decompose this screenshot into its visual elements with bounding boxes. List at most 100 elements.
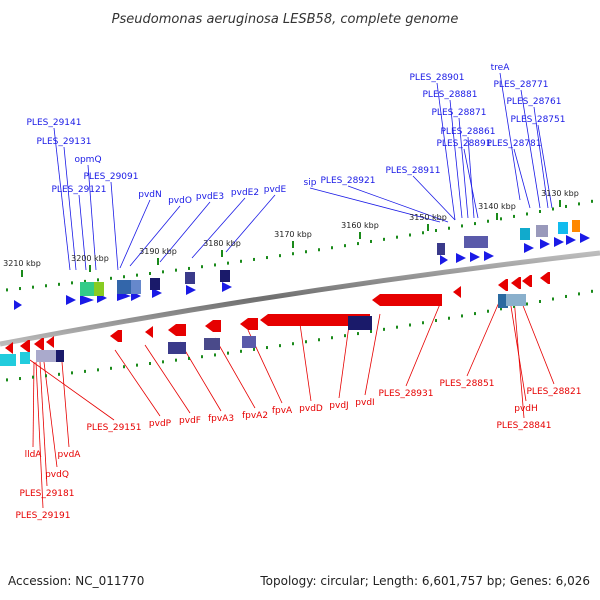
leader-line-bottom: [32, 361, 35, 448]
leader-line-top: [520, 89, 541, 209]
leader-line-top: [129, 205, 181, 267]
tick-dot-bottom: [565, 294, 567, 298]
tick-dot-top: [6, 288, 8, 292]
tick-dot-bottom: [6, 378, 8, 382]
reverse-gene-box: [36, 350, 56, 362]
tick-dot-top: [552, 207, 554, 211]
leader-line-bottom: [338, 317, 351, 399]
tick-dot-bottom: [357, 332, 359, 336]
gene-labels: treAPLES_28901PLES_28771PLES_28881PLES_2…: [16, 63, 582, 521]
bottom-gene-label: PLES_29181: [20, 489, 75, 499]
top-gene-label: PLES_28881: [423, 90, 478, 100]
leader-line-top: [78, 194, 87, 271]
top-gene-label: PLES_28921: [321, 176, 376, 186]
tick-dot-top: [201, 265, 203, 269]
genome-stats-text: Topology: circular; Length: 6,601,757 bp…: [259, 574, 590, 588]
top-gene-label: PLES_29131: [37, 137, 92, 147]
forward-gene-box: [558, 222, 568, 234]
tick-dot-bottom: [84, 369, 86, 373]
leader-line-top: [225, 194, 276, 253]
bottom-gene-label: fpvA2: [242, 411, 268, 421]
leader-line-top: [191, 197, 246, 259]
reverse-gene-box: [242, 336, 256, 348]
forward-gene-arrow: [80, 295, 94, 305]
kbp-tick: [359, 232, 361, 239]
tick-dot-top: [110, 276, 112, 280]
tick-dot-top: [162, 270, 164, 274]
kbp-tick: [496, 213, 498, 220]
leader-line-top: [119, 199, 151, 269]
leader-line-bottom: [519, 297, 555, 385]
top-gene-label: PLES_28771: [494, 80, 549, 90]
reverse-gene-arrow: [34, 338, 44, 350]
top-gene-label: opmQ: [74, 155, 101, 165]
forward-gene-arrow: [222, 282, 232, 292]
tick-dot-top: [422, 231, 424, 235]
bottom-gene-label: pvdF: [179, 416, 201, 426]
leader-line-bottom: [179, 341, 222, 412]
tick-dot-top: [591, 199, 593, 203]
kbp-label: 3130 kbp: [541, 189, 579, 198]
tick-dot-bottom: [58, 372, 60, 376]
tick-dot-bottom: [487, 309, 489, 313]
bottom-gene-label: pvdA: [58, 450, 82, 460]
tick-dot-top: [19, 287, 21, 291]
tick-dot-bottom: [500, 307, 502, 311]
top-gene-label: PLES_29141: [27, 118, 82, 128]
reverse-gene-arrow: [110, 330, 122, 342]
bottom-gene-label: PLES_28851: [440, 379, 495, 389]
leader-line-top: [436, 82, 456, 221]
tick-dot-top: [487, 219, 489, 223]
kbp-tick: [221, 250, 223, 257]
kbp-label: 3140 kbp: [478, 202, 516, 211]
leader-line-top: [63, 146, 77, 271]
forward-gene-box: [131, 280, 141, 294]
top-gene-label: pvdO: [168, 196, 192, 206]
tick-dot-top: [71, 281, 73, 285]
tick-dot-top: [188, 266, 190, 270]
bottom-gene-label: pvdI: [355, 398, 374, 408]
tick-dot-top: [240, 259, 242, 263]
kbp-tick: [292, 241, 294, 248]
forward-gene-arrow: [186, 285, 196, 295]
tick-dot-top: [45, 284, 47, 288]
kbp-tick: [559, 200, 561, 207]
reverse-gene-box: [204, 338, 220, 350]
top-gene-label: PLES_28751: [511, 115, 566, 125]
forward-gene-arrow: [470, 252, 480, 262]
forward-gene-box: [220, 270, 230, 282]
leader-line-top: [159, 201, 211, 263]
forward-gene-arrow: [440, 255, 448, 265]
reverse-gene-box: [56, 350, 64, 362]
kbp-label: 3150 kbp: [409, 213, 447, 222]
tick-dot-top: [461, 224, 463, 228]
tick-dot-bottom: [292, 342, 294, 346]
tick-dot-top: [123, 275, 125, 279]
reverse-gene-arrow: [20, 340, 30, 352]
leader-line-top: [309, 187, 441, 223]
forward-gene-arrow: [566, 235, 576, 245]
forward-gene-arrow: [554, 237, 564, 247]
leader-line-top: [412, 175, 456, 221]
tick-dot-bottom: [97, 368, 99, 372]
tick-dot-top: [318, 248, 320, 252]
tick-dot-bottom: [409, 323, 411, 327]
top-gene-label: PLES_28761: [507, 97, 562, 107]
leader-line-bottom: [39, 361, 48, 487]
kbp-tick: [21, 270, 23, 277]
tick-dot-top: [136, 273, 138, 277]
tick-dot-top: [500, 217, 502, 221]
tick-dot-bottom: [513, 304, 515, 308]
forward-gene-arrow: [456, 253, 466, 263]
tick-dot-top: [97, 278, 99, 282]
tick-dot-bottom: [305, 340, 307, 344]
reverse-gene-box: [498, 294, 508, 308]
tick-dot-bottom: [214, 353, 216, 357]
leader-line-bottom: [35, 361, 44, 509]
tick-dot-bottom: [19, 377, 21, 381]
tick-dot-bottom: [435, 319, 437, 323]
forward-gene-box: [150, 278, 160, 290]
reverse-gene-arrow: [240, 318, 258, 330]
tick-dot-bottom: [45, 374, 47, 378]
